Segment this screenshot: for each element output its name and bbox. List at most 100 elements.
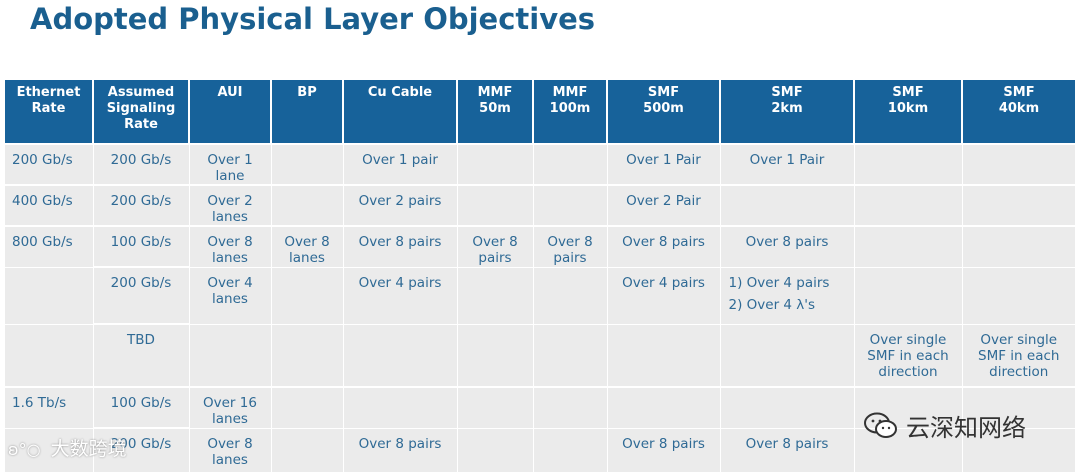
header-smf-40km: SMF 40km — [961, 80, 1075, 144]
table-row: TBD Over single SMF in each direction Ov… — [5, 323, 1075, 387]
table-cell — [456, 427, 533, 472]
table-cell: 200 Gb/s — [92, 427, 189, 472]
header-smf-2km: SMF 2km — [719, 80, 854, 144]
table-cell: 400 Gb/s — [5, 184, 93, 226]
table-cell — [456, 184, 533, 226]
table-cell — [270, 386, 343, 428]
table-cell: 1.6 Tb/s — [5, 386, 93, 428]
table-cell: Over 8 lanes — [188, 427, 271, 472]
table-cell — [270, 184, 343, 226]
table-cell: Over 2 lanes — [188, 184, 271, 226]
table-cell: 200 Gb/s — [5, 143, 93, 185]
wechat-icon — [864, 412, 897, 438]
slide-title: Adopted Physical Layer Objectives — [30, 2, 596, 36]
table-cell: Over single SMF in each direction — [961, 323, 1075, 387]
table-row: 200 Gb/s Over 4 lanes Over 4 pairs Over … — [5, 266, 1075, 324]
table-cell: Over 8 pairs — [456, 225, 533, 267]
table-cell — [342, 323, 457, 387]
table-cell — [719, 184, 854, 226]
table-cell: Over single SMF in each direction — [853, 323, 962, 387]
watermark-right-text: 云深知网络 — [906, 414, 1026, 442]
table-cell — [606, 323, 720, 387]
table-cell — [270, 266, 343, 324]
table-cell — [853, 225, 962, 267]
table-cell: Over 4 pairs — [606, 266, 720, 324]
table-cell: Over 4 lanes — [188, 266, 271, 324]
table-cell: Over 2 Pair — [606, 184, 720, 226]
header-signaling-rate: Assumed Signaling Rate — [92, 80, 189, 144]
table-cell — [719, 323, 854, 387]
table-row: 200 Gb/s 200 Gb/s Over 1 lane Over 1 pai… — [5, 143, 1075, 185]
header-mmf-100m: MMF 100m — [532, 80, 607, 144]
table-cell: 800 Gb/s — [5, 225, 93, 267]
table-row: 400 Gb/s 200 Gb/s Over 2 lanes Over 2 pa… — [5, 184, 1075, 226]
wechat-watermark: 云深知网络 — [864, 408, 1026, 443]
table-cell: Over 1 lane — [188, 143, 271, 185]
objectives-table: Ethernet Rate Assumed Signaling Rate AUI… — [5, 80, 1075, 472]
header-smf-10km: SMF 10km — [853, 80, 962, 144]
table-cell: 1) Over 4 pairs 2) Over 4 λ's — [719, 266, 854, 324]
table-cell: 100 Gb/s — [92, 225, 189, 267]
header-bp: BP — [270, 80, 343, 144]
table-cell: TBD — [92, 323, 189, 387]
header-aui: AUI — [188, 80, 271, 144]
table-cell — [456, 323, 533, 387]
watermark-left: ʚ°○ 大数跨境 — [8, 434, 127, 461]
table-cell — [606, 386, 720, 428]
table-cell — [961, 427, 1075, 472]
table-cell: Over 8 pairs — [342, 427, 457, 472]
table-cell: Over 8 lanes — [188, 225, 271, 267]
table-cell — [853, 184, 962, 226]
table-row: 800 Gb/s 100 Gb/s Over 8 lanes Over 8 la… — [5, 225, 1075, 267]
table-cell — [961, 225, 1075, 267]
table-cell — [532, 386, 607, 428]
table-cell — [532, 184, 607, 226]
table-cell: Over 8 pairs — [606, 225, 720, 267]
table-cell — [532, 143, 607, 185]
table-row: 1.6 Tb/s 100 Gb/s Over 16 lanes — [5, 386, 1075, 428]
table-cell: Over 16 lanes — [188, 386, 271, 428]
header-row: Ethernet Rate Assumed Signaling Rate AUI… — [5, 80, 1075, 144]
table-cell — [532, 266, 607, 324]
table-cell: Over 1 pair — [342, 143, 457, 185]
table-cell — [532, 323, 607, 387]
table-cell — [5, 323, 93, 387]
table-cell: 200 Gb/s — [92, 184, 189, 226]
table-cell: Over 8 pairs — [532, 225, 607, 267]
table-cell — [270, 323, 343, 387]
table-cell — [270, 427, 343, 472]
table-cell — [456, 386, 533, 428]
header-smf-500m: SMF 500m — [606, 80, 720, 144]
table-cell: 100 Gb/s — [92, 386, 189, 428]
table-cell — [342, 386, 457, 428]
table-cell — [5, 266, 93, 324]
brand-logo-icon: ʚ°○ — [8, 440, 41, 459]
header-mmf-50m: MMF 50m — [456, 80, 533, 144]
table-cell — [961, 266, 1075, 324]
table-cell: 200 Gb/s — [92, 266, 189, 324]
table-cell: Over 8 pairs — [719, 225, 854, 267]
table-cell — [532, 427, 607, 472]
table-cell: Over 4 pairs — [342, 266, 457, 324]
table-row: 200 Gb/s Over 8 lanes Over 8 pairs Over … — [5, 427, 1075, 472]
table-cell: Over 2 pairs — [342, 184, 457, 226]
table-cell: Over 8 pairs — [606, 427, 720, 472]
table-cell — [961, 386, 1075, 428]
table-cell — [456, 266, 533, 324]
table-cell — [853, 143, 962, 185]
table-cell — [456, 143, 533, 185]
table-cell — [270, 143, 343, 185]
table-cell — [188, 323, 271, 387]
table-cell — [961, 143, 1075, 185]
table-cell — [853, 266, 962, 324]
table-cell — [961, 184, 1075, 226]
table-cell: Over 1 Pair — [606, 143, 720, 185]
table-cell: Over 8 pairs — [719, 427, 854, 472]
table-cell — [853, 427, 962, 472]
header-cu-cable: Cu Cable — [342, 80, 457, 144]
table-cell — [719, 386, 854, 428]
table-cell: Over 8 pairs — [342, 225, 457, 267]
table-cell — [853, 386, 962, 428]
table-cell: Over 1 Pair — [719, 143, 854, 185]
watermark-left-text: 大数跨境 — [50, 438, 127, 460]
